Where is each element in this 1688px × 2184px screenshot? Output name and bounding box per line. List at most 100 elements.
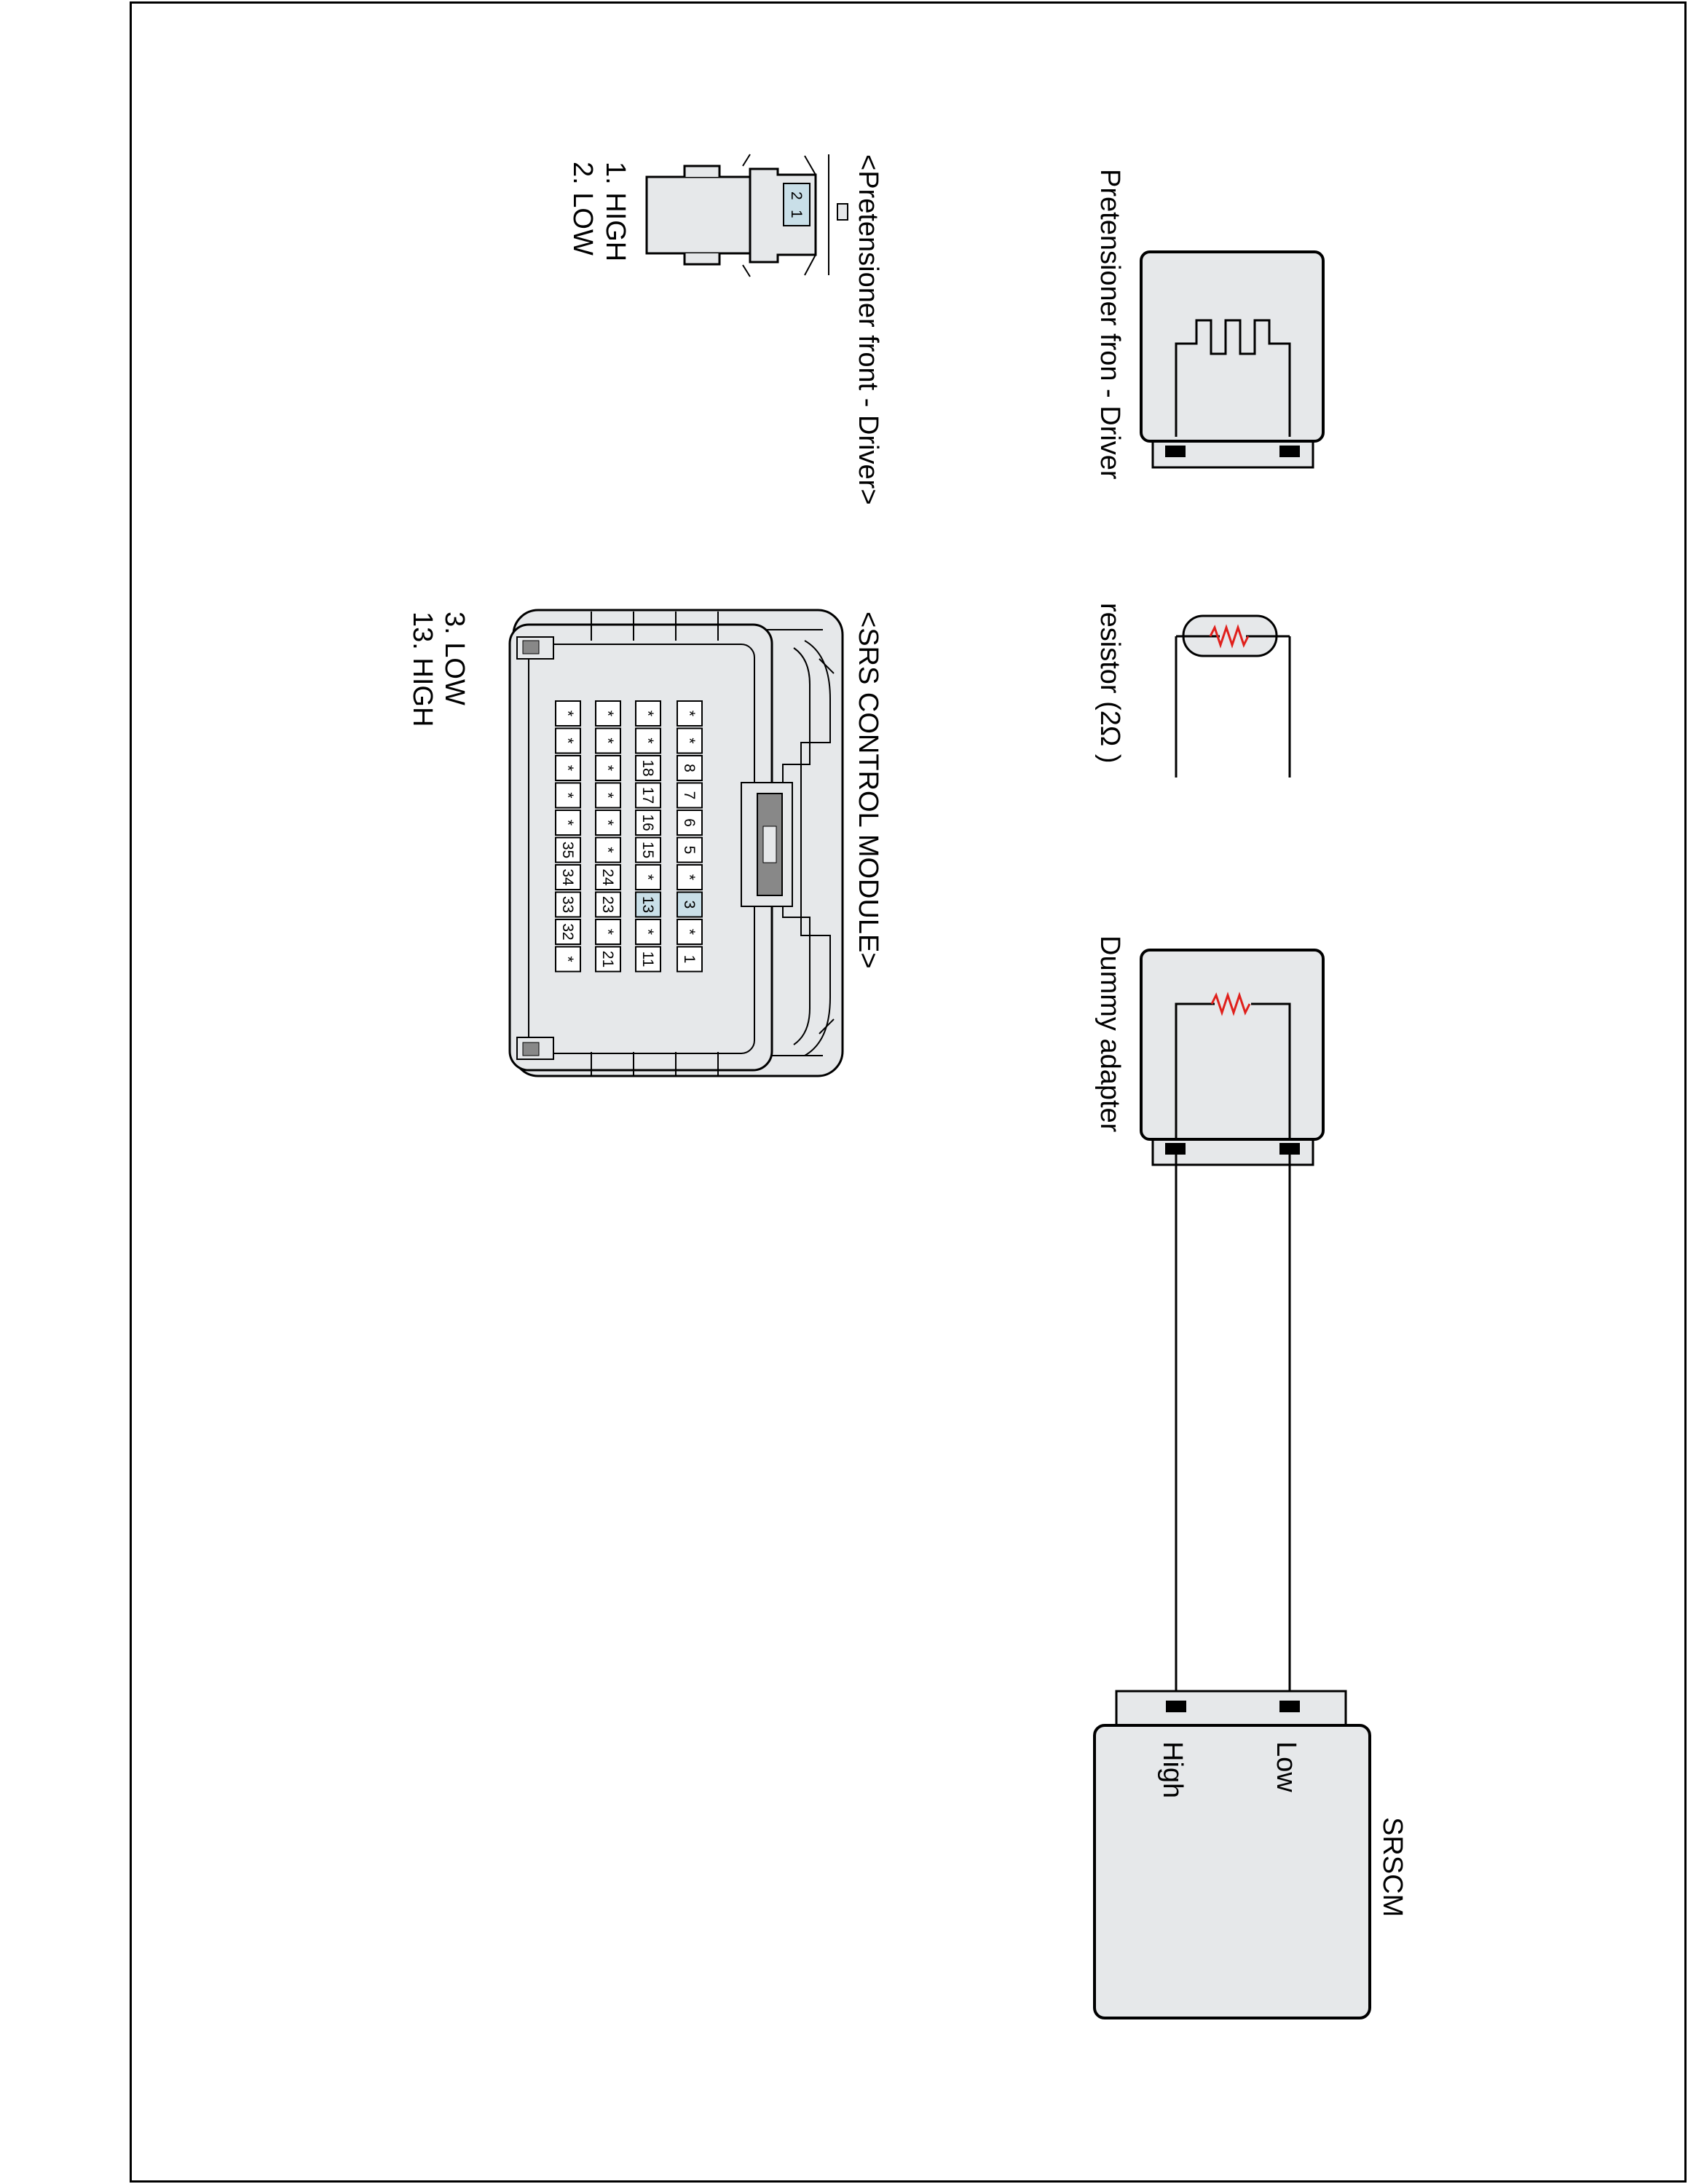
adapter-resistor-zigzag — [1210, 992, 1251, 1016]
srs-pin-cell — [677, 836, 703, 863]
srs-pin-cell — [677, 864, 703, 890]
dummy-adapter-component — [1140, 949, 1325, 1166]
srs-pin-label: 32 — [559, 923, 576, 940]
srs-pin-label: * — [599, 737, 616, 743]
srs-pin-label: * — [639, 874, 656, 880]
srs-pin-label: 23 — [599, 896, 616, 913]
srs-pin-label: 21 — [599, 951, 616, 968]
srs-pin-cell — [595, 755, 621, 781]
srs-pin-label: * — [599, 792, 616, 798]
srs-pin-label: 15 — [639, 842, 656, 858]
srs-pin-13: 13. HIGH — [407, 612, 438, 727]
srs-pin-label: * — [639, 711, 656, 716]
srs-pin-cell — [635, 919, 661, 945]
srs-pin-cell — [595, 891, 621, 918]
srs-pin-cell — [677, 810, 703, 836]
pretensioner-terminal-1: 1 — [788, 210, 805, 218]
srs-pin-label: * — [639, 737, 656, 743]
srs-pin-label: 6 — [681, 818, 698, 827]
srs-pin-label: * — [639, 929, 656, 935]
srs-pin-cell — [677, 727, 703, 754]
srs-pin-cell — [677, 891, 703, 918]
srs-pin-cell — [595, 727, 621, 754]
srs-pin-label: 17 — [639, 787, 656, 804]
srs-pin-label: 5 — [681, 846, 698, 855]
srs-pin-label: * — [681, 874, 698, 880]
srs-pin-cell — [555, 755, 581, 781]
srs-pin-cell — [677, 946, 703, 973]
srs-pin-cell — [595, 919, 621, 945]
pretensioner-connector-title: <Pretensioner front - Driver> — [853, 154, 883, 505]
srs-pin-cell — [677, 919, 703, 945]
srs-pin-cell — [555, 864, 581, 890]
srs-pin-cell — [555, 919, 581, 945]
srs-pin-label: 3 — [681, 901, 698, 909]
srs-pin-cell — [595, 810, 621, 836]
srs-pin-3: 3. LOW — [439, 612, 470, 705]
srs-pin-label: * — [599, 929, 616, 935]
srs-pin-label: * — [599, 765, 616, 771]
srs-pin-label: * — [559, 792, 576, 798]
srs-pin-label: 16 — [639, 814, 656, 831]
srs-pin-label: * — [559, 711, 576, 716]
srs-pin-cell — [555, 891, 581, 918]
srs-pin-label: 35 — [559, 842, 576, 858]
srs-pin-cell — [635, 755, 661, 781]
srs-pin-cell — [595, 700, 621, 727]
srs-pin-cell — [635, 836, 661, 863]
srs-pin-label: 34 — [559, 869, 576, 886]
pretensioner-pin-1: 1. HIGH — [600, 162, 631, 261]
srs-pin-cell — [635, 727, 661, 754]
srs-pin-cell — [555, 946, 581, 973]
resistor-label: resistor (2Ω ) — [1095, 603, 1125, 764]
srs-pin-cell — [555, 836, 581, 863]
srs-pin-cell — [555, 782, 581, 809]
srs-pin-label: * — [681, 711, 698, 716]
pretensioner-pin-2: 2. LOW — [567, 162, 598, 256]
pretensioner-label: Pretensioner fron - Driver — [1095, 169, 1125, 480]
diagram-frame — [130, 1, 1687, 2183]
resistor-zigzag — [1209, 624, 1250, 649]
srs-pin-label: 1 — [681, 955, 698, 964]
srs-connector-title: <SRS CONTROL MODULE> — [853, 612, 883, 969]
srs-pin-cell — [635, 782, 661, 809]
srscm-low-label: Low — [1271, 1741, 1301, 1792]
srs-pin-cell — [677, 700, 703, 727]
srs-pin-label: * — [559, 765, 576, 771]
srs-pin-cell — [635, 864, 661, 890]
pretensioner-terminal-2: 2 — [788, 191, 805, 200]
srs-pin-cell — [677, 782, 703, 809]
srs-pin-cell — [595, 836, 621, 863]
srs-pin-label: 13 — [639, 896, 656, 913]
srs-pin-label: * — [681, 929, 698, 935]
resistor-component — [1175, 614, 1291, 778]
srs-pin-label: * — [681, 737, 698, 743]
srs-pin-cell — [635, 891, 661, 918]
srscm-high-label: High — [1157, 1741, 1188, 1798]
srs-pin-cell — [635, 810, 661, 836]
srs-pin-label: 18 — [639, 759, 656, 776]
pretensioner-connector-face — [645, 154, 848, 277]
srscm-label: SRSCM — [1377, 1817, 1408, 1917]
srs-pin-cell — [635, 946, 661, 973]
srs-pin-cell — [555, 727, 581, 754]
srscm-component — [1093, 1690, 1371, 2019]
srs-pin-label: * — [599, 847, 616, 852]
srs-pin-cell — [595, 864, 621, 890]
srs-pin-label: * — [599, 820, 616, 826]
srs-pin-label: * — [599, 711, 616, 716]
dummy-adapter-label: Dummy adapter — [1095, 935, 1125, 1133]
srs-pin-label: * — [559, 956, 576, 962]
srs-pin-label: 7 — [681, 791, 698, 800]
srs-pin-label: 11 — [639, 951, 656, 968]
srs-pin-cell — [635, 700, 661, 727]
srs-pin-cell — [555, 810, 581, 836]
srs-pin-grid: **8765*3*1**18171615*13*11******2423*21*… — [555, 700, 703, 973]
srs-pin-cell — [555, 700, 581, 727]
srs-pin-cell — [677, 755, 703, 781]
srs-pin-label: * — [559, 737, 576, 743]
srs-pin-cell — [595, 782, 621, 809]
srs-pin-label: 33 — [559, 896, 576, 913]
srs-pin-cell — [595, 946, 621, 973]
